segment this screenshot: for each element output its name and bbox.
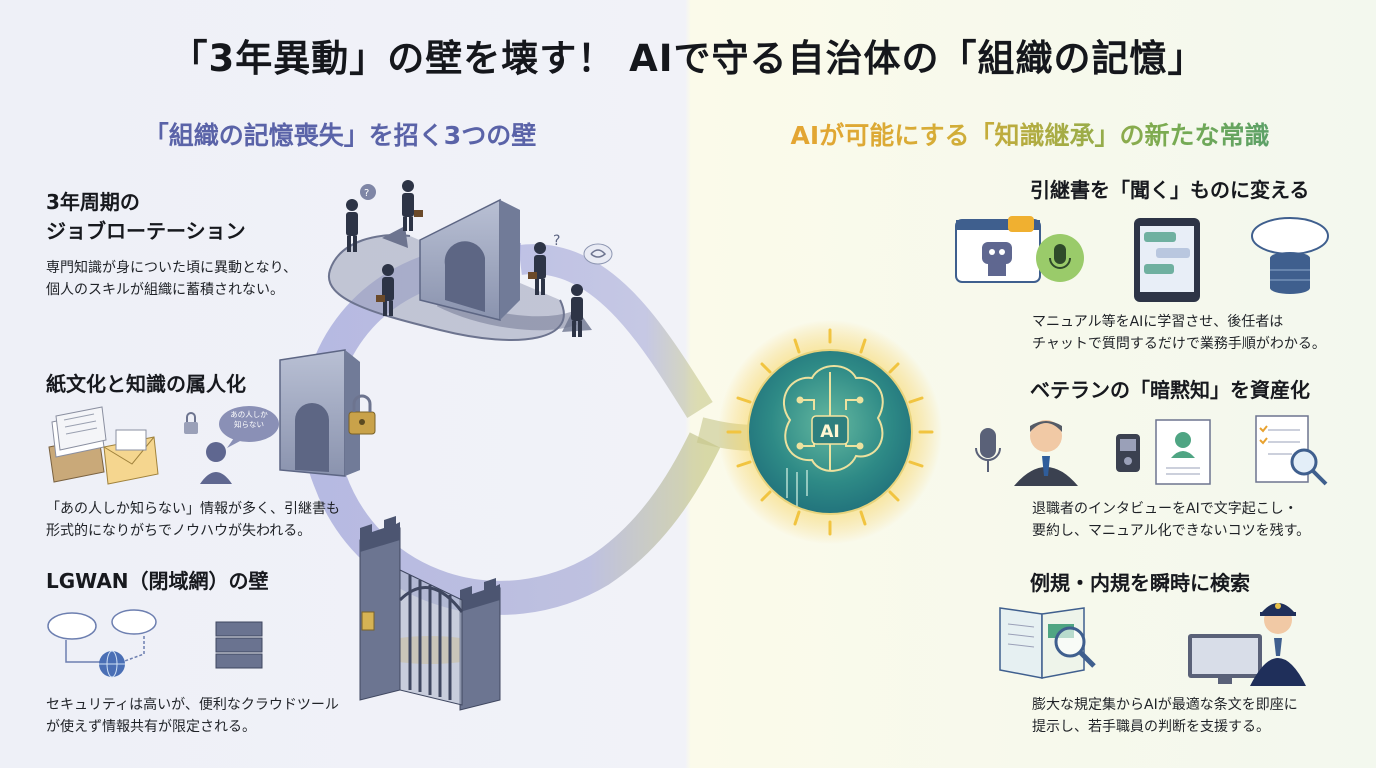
left-item-3-body: セキュリティは高いが、便利なクラウドツール が使えず情報共有が限定される。 <box>46 697 339 735</box>
speech-bubble-icon <box>219 406 279 448</box>
right-item-1-body: マニュアル等をAIに学習させ、後任者は チャットで質問するだけで業務手順がわかる… <box>1032 314 1326 352</box>
right-item-2-heading: ベテランの「暗黙知」を資産化 <box>1030 378 1310 402</box>
magnifier-icon <box>1054 626 1096 668</box>
ai-label: AI <box>820 422 839 442</box>
regulation-search-icons <box>999 603 1306 686</box>
right-item-1-heading: 引継書を「聞く」ものに変える <box>1030 178 1310 202</box>
right-item-2-body: 退職者のインタビューをAIで文字起こし・ 要約し、マニュアル化できないコツを残す… <box>1032 501 1311 539</box>
ai-brain-emblem: AI <box>718 320 942 544</box>
arch-wall-middle <box>279 349 360 477</box>
speech-bubble-line2: 知らない <box>234 420 264 429</box>
person-5 <box>571 284 583 337</box>
left-item-3-heading: LGWAN（閉域網）の壁 <box>46 569 269 593</box>
person-silhouette-icon <box>200 442 232 484</box>
cloud-icon-right <box>111 609 157 635</box>
tablet-chat-icon <box>1134 218 1200 302</box>
microphone-icon <box>1036 234 1084 282</box>
person-3 <box>376 264 394 316</box>
recorder-icon <box>1116 434 1140 472</box>
globe-icon <box>99 650 125 678</box>
server-icon <box>215 621 263 669</box>
right-item-3-body: 膨大な規定集からAIが最適な条文を即座に 提示し、若手職員の判断を支援する。 <box>1032 697 1298 735</box>
page-title: 「3年異動」の壁を壊す！ AIで守る自治体の「組織の記憶」 <box>170 37 1206 80</box>
center-illustration: ? ? <box>279 180 942 711</box>
paper-culture-icons <box>48 406 279 485</box>
officer-at-computer-icon <box>1188 603 1306 686</box>
right-item-3-heading: 例規・内規を瞬時に検索 <box>1030 571 1250 595</box>
binary-stream <box>786 468 808 506</box>
arch-wall-top <box>419 198 520 321</box>
veteran-icons <box>975 415 1328 486</box>
small-lock-icon <box>184 412 198 434</box>
left-item-2-body: 「あの人しか知らない」情報が多く、引継書も 形式的になりがちでノウハウが失われる… <box>46 501 340 539</box>
glow-rays <box>726 328 934 536</box>
left-item-1-heading: 3年周期の ジョブローテーション <box>46 188 246 246</box>
cloud-icon-left <box>47 612 97 640</box>
person-2 <box>402 180 423 231</box>
person-4 <box>528 242 546 295</box>
left-item-1-heading-line2: ジョブローテーション <box>46 219 246 243</box>
handover-icons <box>955 216 1329 302</box>
chatbot-screen-icon <box>955 216 1041 283</box>
envelope-icon <box>103 429 159 485</box>
profile-document-icon <box>1155 419 1211 485</box>
left-item-1-body: 専門知識が身についた頃に異動となり、 個人のスキルが組織に蓄積されない。 <box>46 260 298 298</box>
left-subtitle: 「組織の記憶喪失」を招く3つの壁 <box>143 121 537 150</box>
left-item-2-heading: 紙文化と知識の属人化 <box>46 372 246 396</box>
svg-text:?: ? <box>364 188 369 199</box>
person-1 <box>346 199 358 252</box>
right-subtitle: AIが可能にする「知識継承」の新たな常識 <box>745 116 1315 152</box>
lgwan-icons <box>47 609 263 678</box>
speech-bubble-text: あの人しか 知らない <box>224 410 274 430</box>
businessman-icon <box>1014 420 1078 486</box>
cloud-database-icon <box>1251 217 1329 294</box>
question-bubbles: ? ? <box>360 184 613 265</box>
microphone-stand-icon <box>975 428 1001 472</box>
svg-text:?: ? <box>553 233 560 249</box>
fortress-gate <box>359 516 501 711</box>
padlock-icon <box>348 394 376 435</box>
speech-bubble-line1: あの人しか <box>230 410 268 419</box>
checklist-search-icon <box>1255 415 1328 486</box>
document-box-icon <box>48 406 107 483</box>
left-item-1-heading-line1: 3年周期の <box>46 190 140 214</box>
people-group <box>346 180 583 337</box>
